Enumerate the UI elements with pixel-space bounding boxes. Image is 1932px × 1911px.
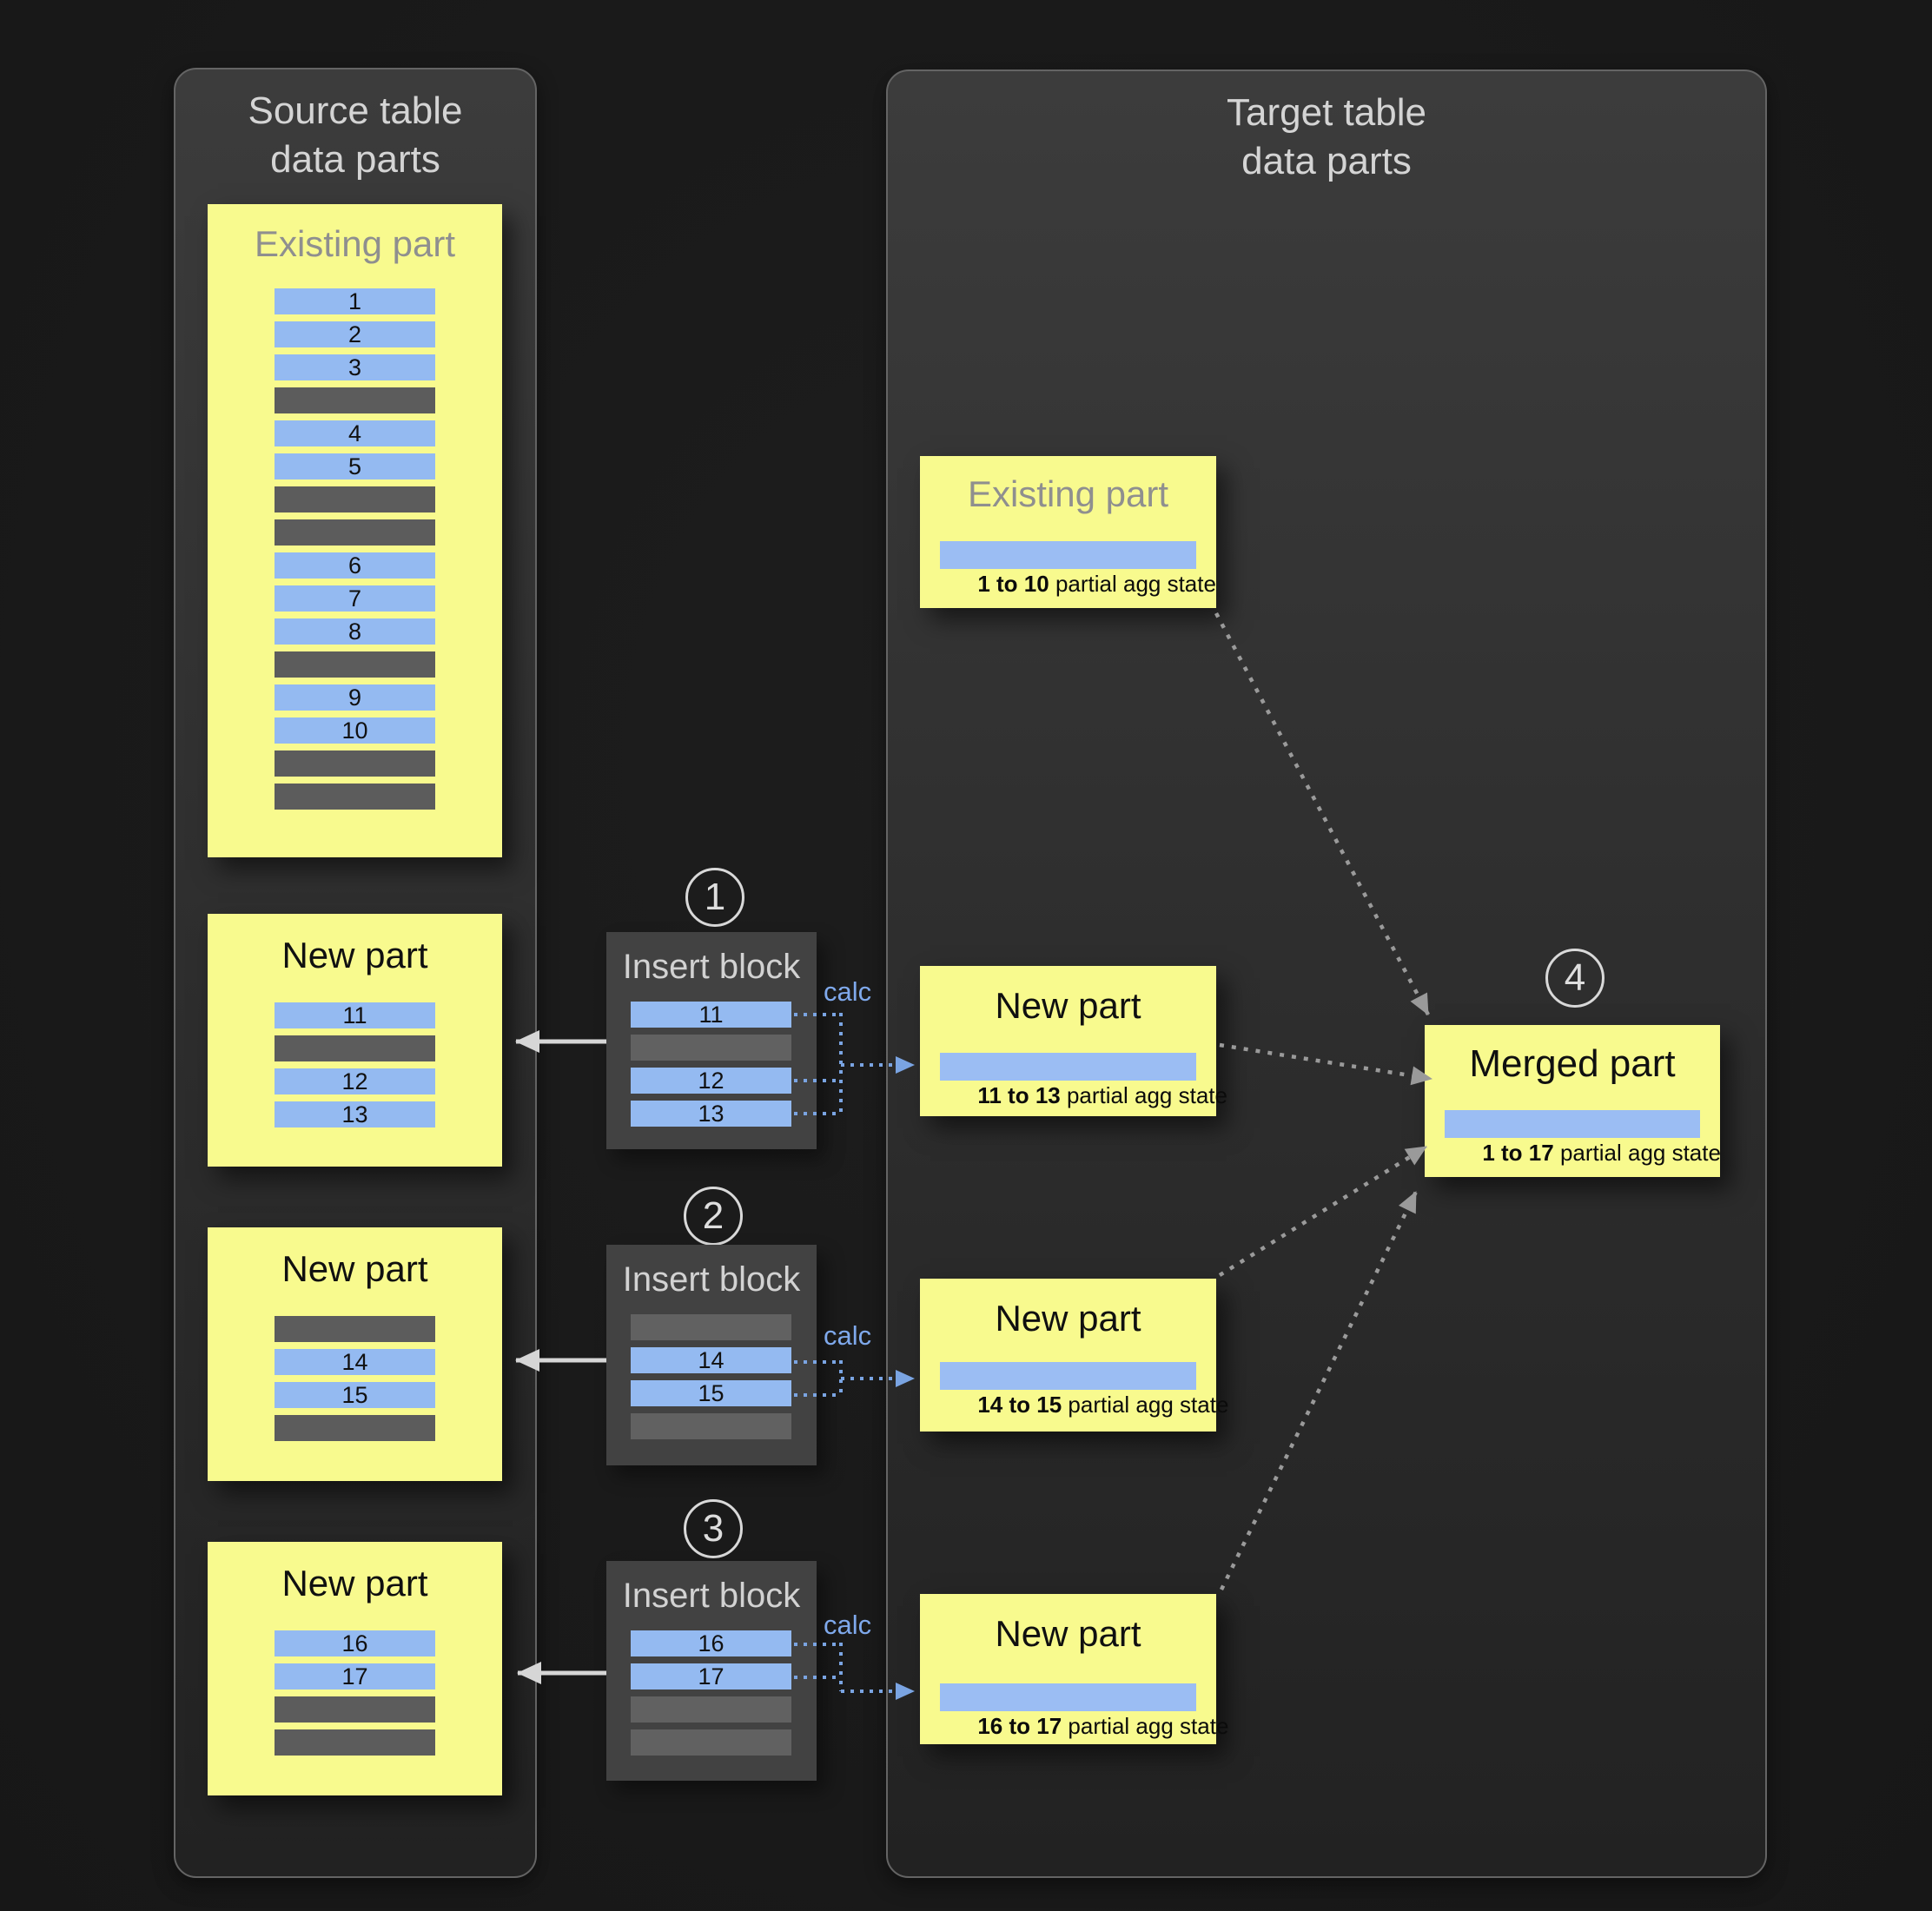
target-new-part-3-agg-strip: 16 to 17 partial agg state [940,1683,1228,1739]
agg-range: 1 to 10 [977,571,1049,597]
target-panel-title-line2: data parts [1241,140,1412,183]
insert-block-2-title: Insert block [622,1260,801,1299]
source-new-part-1: New part 11 12 13 [208,914,502,1167]
agg-suffix: partial agg state [1062,1713,1229,1739]
data-row-unselected [275,751,435,777]
data-row: 7 [275,585,435,612]
data-row: 17 [275,1663,435,1689]
insert-block-1-title: Insert block [622,948,801,986]
agg-suffix: partial agg state [1060,1082,1227,1108]
data-row-unselected [275,486,435,512]
data-row-unselected [275,387,435,413]
target-new-part-2-agg-strip: 14 to 15 partial agg state [940,1362,1228,1418]
data-row-unselected [631,1413,791,1439]
data-row: 16 [631,1630,791,1656]
agg-suffix: partial agg state [1049,571,1216,597]
target-new-part-2-title: New part [995,1298,1141,1339]
source-new-part-1-rows: 11 12 13 [275,1002,435,1127]
insert-block-3-title: Insert block [622,1577,801,1615]
data-row: 13 [631,1101,791,1127]
data-row-unselected [631,1729,791,1756]
target-merged-part-title: Merged part [1469,1042,1676,1085]
target-merged-part: Merged part 1 to 17 partial agg state [1425,1025,1721,1177]
target-new-part-1-agg-strip: 11 to 13 partial agg state [940,1053,1227,1108]
target-existing-part: Existing part 1 to 10 partial agg state [920,456,1216,608]
step-2-badge: 2 [684,1187,743,1246]
data-row: 13 [275,1101,435,1127]
step-3-badge: 3 [684,1499,743,1558]
calc-label-2: calc [824,1320,872,1351]
data-row: 14 [631,1347,791,1373]
data-row: 9 [275,684,435,711]
data-row: 16 [275,1630,435,1656]
target-new-part-3: New part 16 to 17 partial agg state [920,1594,1228,1744]
agg-range: 1 to 17 [1482,1140,1554,1166]
target-existing-agg-strip: 1 to 10 partial agg state [940,541,1216,597]
target-new-part-2: New part 14 to 15 partial agg state [920,1279,1228,1432]
data-row: 1 [275,288,435,314]
source-new-part-1-title: New part [281,935,428,975]
insert-block-1: Insert block 11 12 13 [606,932,817,1149]
target-panel-title-line1: Target table [1227,91,1426,134]
data-row: 15 [275,1382,435,1408]
source-existing-part-rows: 1 2 3 4 5 6 7 8 9 10 [275,288,435,810]
data-row-unselected [631,1696,791,1723]
data-row-unselected [275,1696,435,1723]
data-row-unselected [275,1316,435,1342]
agg-range: 11 to 13 [977,1082,1061,1108]
data-row: 12 [631,1068,791,1094]
data-row: 14 [275,1349,435,1375]
data-row: 15 [631,1380,791,1406]
target-new-part-3-title: New part [995,1613,1141,1654]
data-row: 4 [275,420,435,446]
source-panel-title-line2: data parts [270,138,440,182]
data-row-unselected [631,1314,791,1340]
source-new-part-3-title: New part [281,1563,428,1604]
target-panel-title: Target table data parts [888,71,1765,187]
step-1-badge: 1 [685,868,744,927]
data-row: 10 [275,717,435,744]
source-panel-title-line1: Source table [248,89,463,132]
data-row: 17 [631,1663,791,1689]
agg-range: 16 to 17 [977,1713,1062,1739]
insert-block-1-rows: 11 12 13 [631,1002,791,1127]
agg-range: 14 to 15 [977,1392,1062,1418]
calc-label-3: calc [824,1610,872,1640]
data-row-unselected [275,1035,435,1061]
data-row-unselected [275,1415,435,1441]
source-new-part-2-title: New part [281,1248,428,1289]
target-merged-agg-strip: 1 to 17 partial agg state [1445,1110,1721,1166]
data-row-unselected [275,784,435,810]
data-row: 5 [275,453,435,479]
data-row-unselected [275,1729,435,1756]
calc-label-1: calc [824,976,872,1007]
data-row-unselected [275,651,435,678]
target-existing-part-title: Existing part [967,473,1169,514]
agg-suffix: partial agg state [1062,1392,1229,1418]
source-panel-title: Source table data parts [175,69,535,185]
data-row: 12 [275,1068,435,1094]
data-row: 8 [275,618,435,645]
source-existing-part-title: Existing part [254,223,456,264]
agg-suffix: partial agg state [1553,1140,1721,1166]
target-new-part-1: New part 11 to 13 partial agg state [920,966,1227,1116]
data-row: 3 [275,354,435,380]
data-row: 11 [631,1002,791,1028]
step-4-badge: 4 [1545,949,1604,1008]
data-row: 2 [275,321,435,347]
data-row: 11 [275,1002,435,1028]
source-existing-part: Existing part 1 2 3 4 5 6 7 8 9 10 [208,204,502,857]
data-row-unselected [275,519,435,546]
data-row: 6 [275,552,435,579]
target-new-part-1-title: New part [995,985,1141,1026]
data-row-unselected [631,1035,791,1061]
